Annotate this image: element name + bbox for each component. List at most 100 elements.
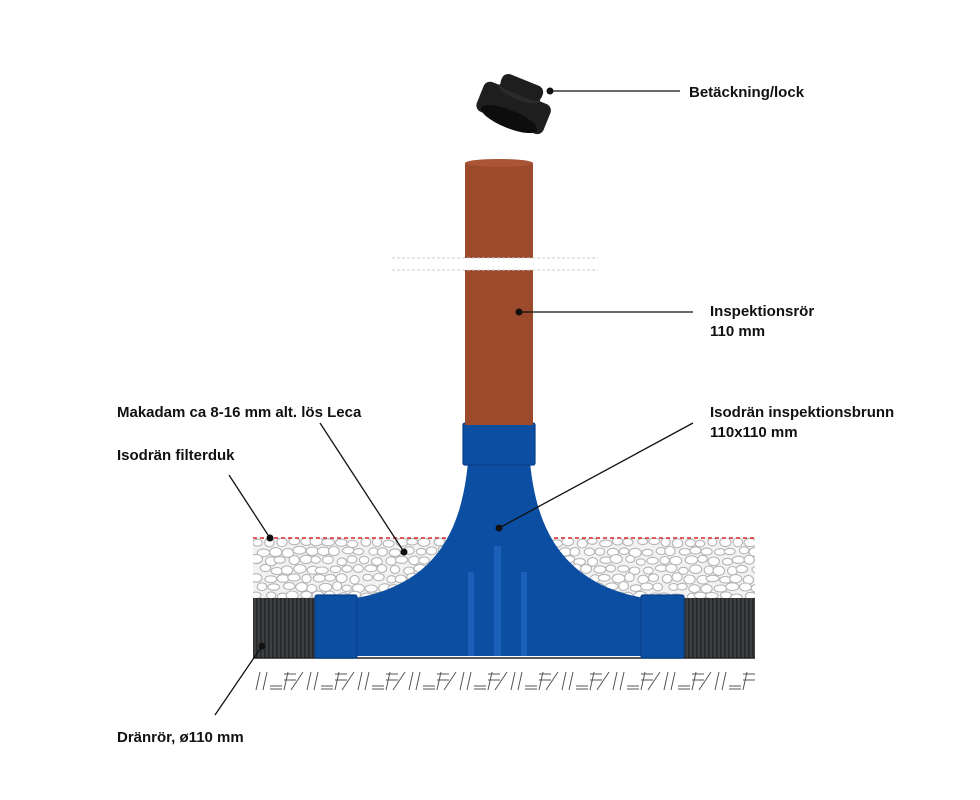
gravel-stone [292,545,307,555]
gravel-stone [253,573,263,583]
gravel-stone [599,539,613,548]
gravel-stone [597,573,611,582]
inspection-pipe [392,159,598,425]
gravel-stone [646,556,659,565]
leader-gravel [319,422,405,553]
gravel-stone [689,564,703,575]
gravel-stone [723,547,736,556]
gravel-stone [671,572,683,583]
gravel-stone [689,546,702,555]
soil-hatch-mark [436,671,442,691]
gravel-stone [346,539,359,549]
gravel-stone [301,573,312,584]
gravel-stone [671,538,684,549]
gravel-stone [665,563,678,573]
well-rib [468,572,474,656]
gravel-stone [678,547,692,556]
soil-hatch-mark [341,671,355,691]
soil-hatch-mark [517,671,523,691]
soil-hatch-mark [698,671,712,691]
soil-hatch-mark [619,671,625,691]
gravel-stone [321,538,336,547]
label-cap: Betäckning/lock [689,84,805,101]
gravel-stone [659,555,670,565]
gravel-stone [594,547,606,556]
cap-dome [500,73,544,102]
gravel-stone [617,565,630,573]
soil-hatch-mark [255,671,261,691]
soil-hatch-mark [357,671,363,691]
gravel-stone [300,590,313,600]
gravel-stone [624,572,635,583]
soil-hatch-mark [408,671,414,691]
label-gravel: Makadam ca 8-16 mm alt. lös Leca [117,404,362,421]
gravel-stone [433,538,446,547]
gravel-stone [660,538,671,548]
gravel-stone [382,539,395,548]
well-collar [462,422,536,466]
leader-filter [228,474,271,539]
gravel-stone [282,582,296,591]
gravel-stone [640,582,654,591]
gravel-stone [364,564,378,573]
gravel-stone [605,564,617,573]
soil-hatch-mark [494,671,508,691]
gravel-stone [280,565,294,575]
gravel-stone [693,591,708,600]
gravel-stone [331,581,343,592]
gravel-stone [362,573,373,582]
leader-dot [266,534,274,542]
gravel-stone [360,538,372,547]
well-socket-left [314,594,358,659]
gravel-stone [352,564,364,573]
gravel-stone [336,557,348,567]
gravel-stone [713,584,728,593]
gravel-stone [697,554,708,564]
label-inspection-pipe-size: 110 mm [710,323,765,340]
gravel-stone [647,573,660,583]
gravel-stone [738,546,750,555]
gravel-stone [324,573,337,582]
gravel-stone [635,558,646,566]
cap [476,73,551,135]
gravel-stone [269,547,283,558]
label-drain-pipe: Dränrör, ø110 mm [117,729,244,746]
gravel-stone [346,555,358,564]
gravel-stone [314,566,329,575]
well-socket-right [640,594,685,659]
gravel-stone [321,555,334,565]
gravel-stone [265,591,277,600]
leader-drain-pipe [214,645,263,716]
gravel-stone [388,548,402,558]
gravel-stone [417,538,431,547]
soil-hatch-mark [568,671,574,691]
gravel-stone [276,538,288,548]
gravel-stone [358,555,370,565]
gravel-stone [719,538,732,548]
label-well: Isodrän inspektionsbrunn [710,404,894,421]
gravel-stone [721,557,734,566]
leader-dot [258,642,266,650]
gravel-stone [352,547,365,556]
gravel-stone [593,565,607,574]
gravel-stone [341,546,355,555]
soil-hatch-mark [364,671,370,691]
gravel-stone [299,554,313,565]
gravel-stone [641,548,654,557]
gravel-stone [684,555,699,565]
gravel-stone [664,545,676,557]
pipe-break-gap [392,258,598,270]
gravel-stone [700,583,713,594]
gravel-stone [305,546,319,557]
gravel-stone [576,538,588,549]
soil-hatch-mark [487,671,493,691]
gravel-stone [694,539,706,548]
gravel-stone [684,538,697,548]
soil-hatch-mark [670,671,676,691]
gravel-stone [267,583,281,591]
gravel-stone [725,582,740,592]
gravel-stone [583,547,596,557]
soil-hatch-mark [663,671,669,691]
gravel-stone [700,547,713,556]
gravel-stone [273,556,286,564]
